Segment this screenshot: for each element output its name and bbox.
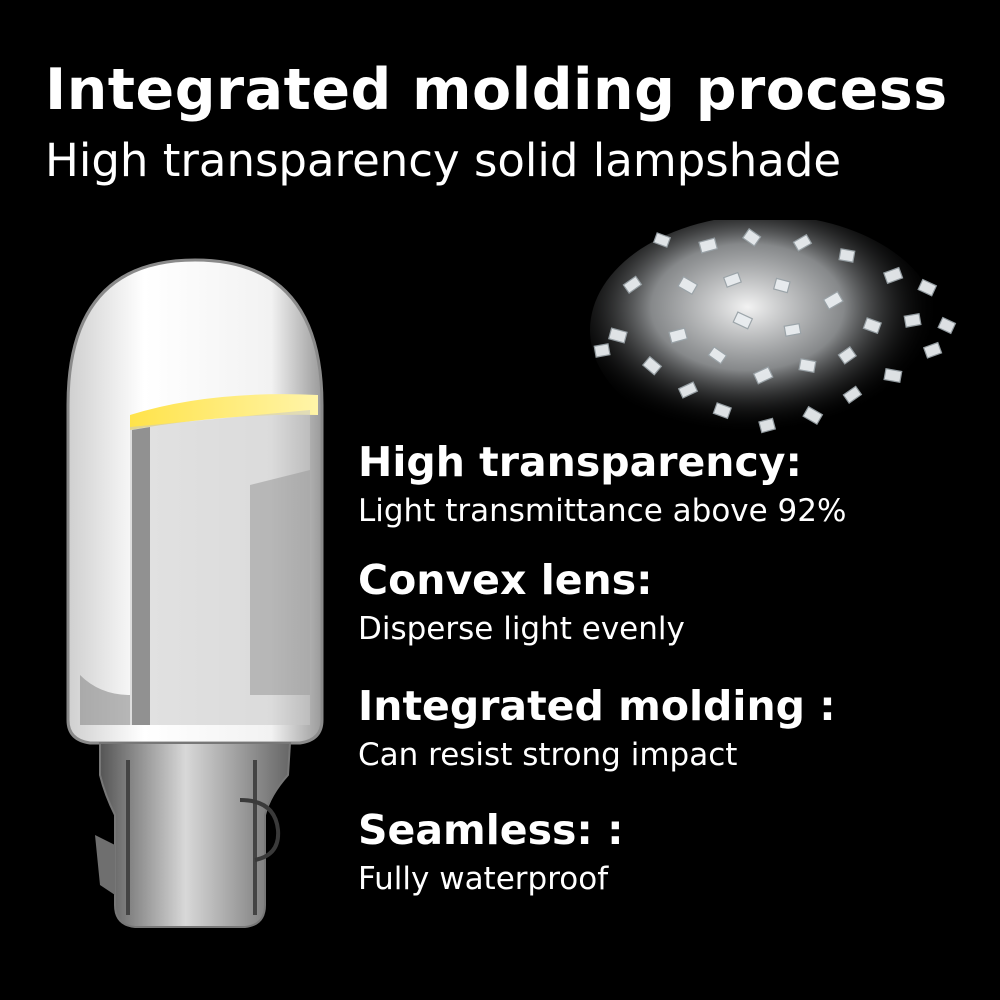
feature-title-integrated-molding: Integrated molding : — [358, 682, 836, 730]
feature-title-convex-lens: Convex lens: — [358, 556, 653, 604]
feature-desc-seamless: Fully waterproof — [358, 861, 609, 897]
feature-title-seamless: Seamless: : — [358, 806, 624, 854]
headline: Integrated molding process — [45, 57, 948, 123]
plastic-pellets-image — [590, 220, 957, 445]
feature-desc-convex-lens: Disperse light evenly — [358, 611, 685, 647]
feature-desc-integrated-molding: Can resist strong impact — [358, 737, 738, 773]
feature-desc-transparency: Light transmittance above 92% — [358, 493, 847, 529]
led-bulb-image — [66, 258, 324, 928]
feature-title-transparency: High transparency: — [358, 438, 802, 486]
subheadline: High transparency solid lampshade — [45, 134, 842, 187]
